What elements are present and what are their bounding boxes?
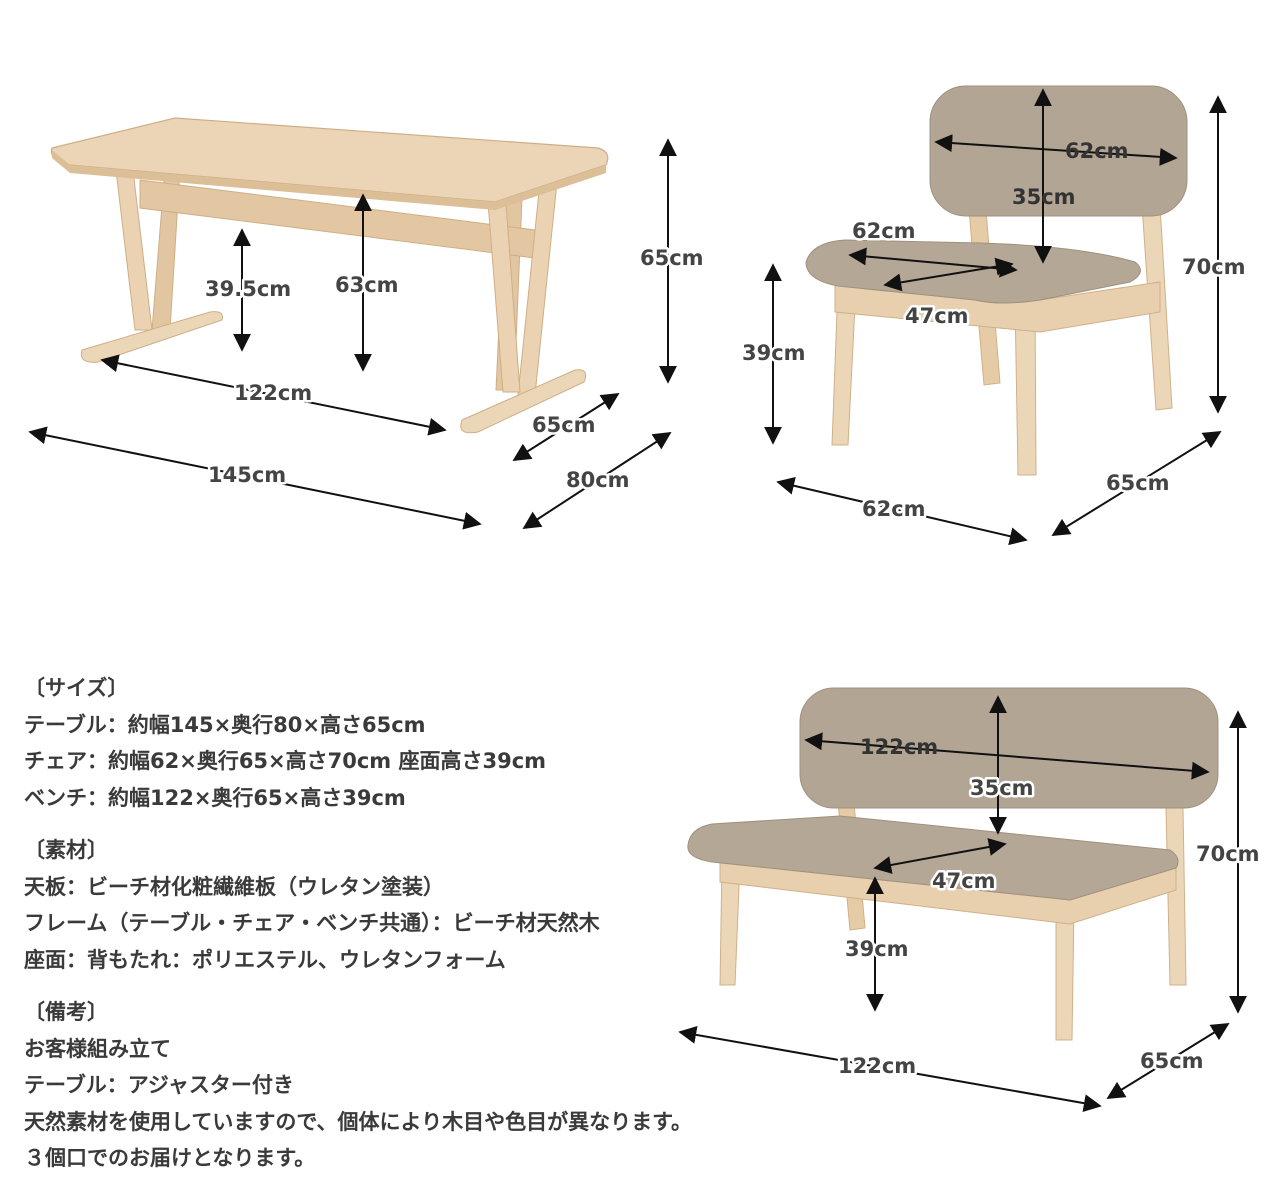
material-line-seat: 座面：背もたれ：ポリエステル、ウレタンフォーム [24, 947, 506, 972]
notes-line-delivery: ３個口でのお届けとなります。 [24, 1146, 316, 1170]
chair-illustration [805, 85, 1188, 476]
table-depth-label: 80cm [566, 468, 630, 492]
chair-height-label: 70cm [1182, 255, 1246, 279]
table-illustration [50, 117, 609, 434]
table-height-label: 65cm [640, 246, 704, 270]
material-line-frame: フレーム（テーブル・チェア・ベンチ共通）：ビーチ材天然木 [24, 911, 600, 935]
table-leg-clearance-label: 39.5cm [205, 277, 291, 301]
notes-line-assembly: お客様組み立て [24, 1036, 171, 1061]
table-inner-height-label: 63cm [335, 273, 399, 297]
table-inner-width-label: 122cm [234, 381, 312, 405]
chair-dimension-arrows [764, 88, 1227, 546]
bench-seat-depth-label: 47cm [932, 869, 996, 893]
bench-back-width-label: 122cm [860, 735, 938, 759]
chair-depth-label: 65cm [1106, 471, 1170, 495]
bench-back-height-label: 35cm [970, 776, 1034, 800]
chair-seat-depth-label: 47cm [905, 304, 969, 328]
chair-back-width-label: 62cm [1065, 139, 1129, 163]
size-heading: 〔サイズ〕 [24, 676, 129, 700]
notes-heading: 〔備考〕 [24, 1000, 108, 1024]
table-dimension-arrows [28, 138, 677, 530]
table-width-label: 145cm [208, 463, 286, 487]
chair-back-height-label: 35cm [1012, 185, 1076, 209]
size-line-table: テーブル：約幅145×奥行80×高さ65cm [24, 712, 426, 737]
chair-width-label: 62cm [862, 497, 926, 521]
size-line-bench: ベンチ：約幅122×奥行65×高さ39cm [24, 785, 406, 810]
notes-line-adjuster: テーブル：アジャスター付き [24, 1073, 294, 1097]
chair-seat-height-label: 39cm [742, 341, 806, 365]
notes-line-natural-material: 天然素材を使用していますので、個体により木目や色目が異なります。 [24, 1109, 693, 1134]
chair-seat-width-label: 62cm [852, 219, 916, 243]
notes-section: 〔備考〕 お客様組み立て テーブル：アジャスター付き 天然素材を使用していますの… [24, 994, 844, 1177]
size-line-chair: チェア：約幅62×奥行65×高さ70cm 座面高さ39cm [24, 749, 547, 773]
spec-text-block: 〔サイズ〕 テーブル：約幅145×奥行80×高さ65cm チェア：約幅62×奥行… [24, 670, 844, 1193]
bench-dimension-arrows [678, 695, 1247, 1113]
table-inner-depth-label: 65cm [532, 413, 596, 437]
bench-width-label: 122cm [838, 1054, 916, 1078]
material-heading: 〔素材〕 [24, 838, 108, 862]
bench-seat-height-label: 39cm [845, 937, 909, 961]
bench-height-label: 70cm [1196, 842, 1260, 866]
size-section: 〔サイズ〕 テーブル：約幅145×奥行80×高さ65cm チェア：約幅62×奥行… [24, 670, 844, 816]
bench-depth-label: 65cm [1140, 1049, 1204, 1073]
material-section: 〔素材〕 天板：ビーチ材化粧繊維板（ウレタン塗装） フレーム（テーブル・チェア・… [24, 832, 844, 978]
material-line-top: 天板：ビーチ材化粧繊維板（ウレタン塗装） [24, 874, 444, 899]
